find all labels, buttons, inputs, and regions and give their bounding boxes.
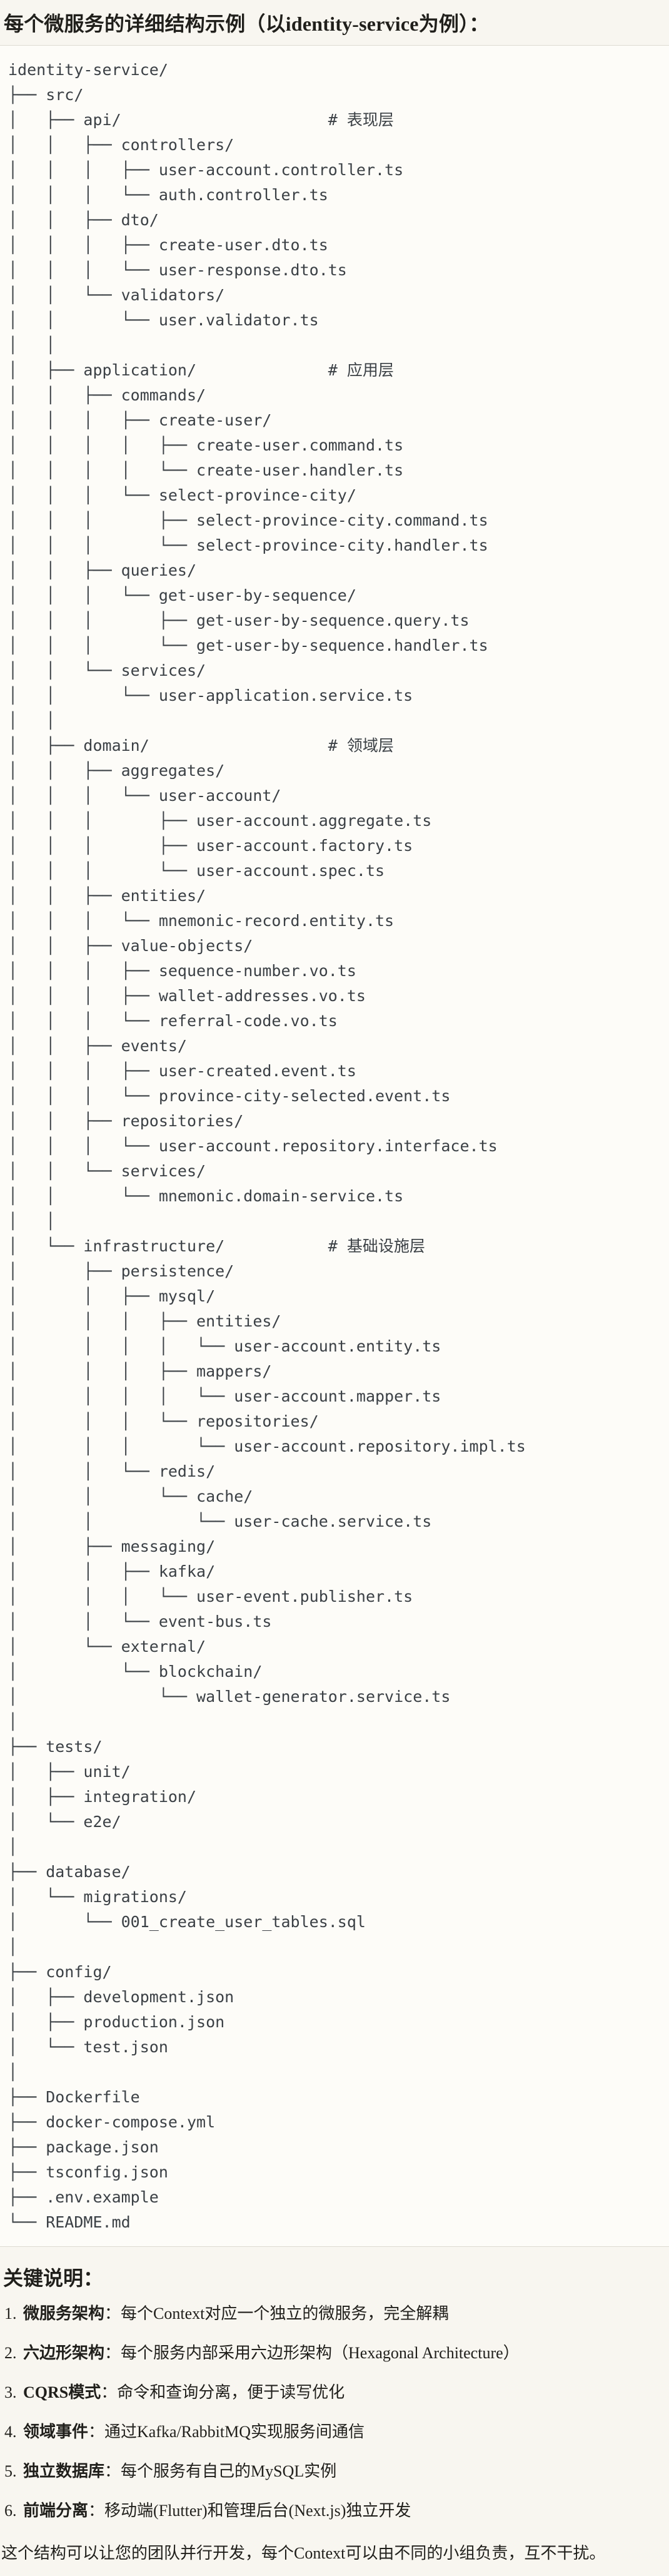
list-item: 3. CQRS模式：命令和查询分离，便于读写优化: [4, 2380, 663, 2405]
list-item: 4. 领域事件：通过Kafka/RabbitMQ实现服务间通信: [4, 2420, 663, 2444]
list-item-text: 每个Context对应一个独立的微服务，完全解耦: [121, 2304, 449, 2323]
list-item-label: CQRS模式: [23, 2383, 101, 2401]
list-item-separator: ：: [104, 2343, 121, 2362]
list-item-number: 6.: [4, 2501, 17, 2520]
list-item-separator: ：: [104, 2304, 121, 2323]
list-item: 1. 微服务架构：每个Context对应一个独立的微服务，完全解耦: [4, 2301, 663, 2326]
list-item: 5. 独立数据库：每个服务有自己的MySQL实例: [4, 2459, 663, 2483]
list-item: 2. 六边形架构：每个服务内部采用六边形架构（Hexagonal Architec…: [4, 2341, 663, 2365]
list-item-label: 领域事件: [23, 2422, 89, 2441]
list-item-separator: ：: [101, 2383, 118, 2401]
code-block: identity-service/ ├── src/ │ ├── api/ # …: [0, 44, 669, 2247]
list-item-label: 前端分离: [23, 2501, 89, 2520]
list-item: 6. 前端分离：移动端(Flutter)和管理后台(Next.js)独立开发: [4, 2498, 663, 2523]
list-item-text: 每个服务内部采用六边形架构（Hexagonal Architecture）: [121, 2343, 520, 2362]
list-item-separator: ：: [104, 2461, 121, 2480]
list-item-number: 1.: [4, 2304, 17, 2323]
list-item-number: 4.: [4, 2422, 17, 2441]
directory-tree: identity-service/ ├── src/ │ ├── api/ # …: [8, 60, 526, 2231]
list-item-separator: ：: [88, 2422, 105, 2441]
list-item-text: 每个服务有自己的MySQL实例: [121, 2461, 337, 2480]
list-item-number: 5.: [4, 2461, 17, 2480]
list-item-number: 2.: [4, 2343, 17, 2362]
notes-heading: 关键说明：: [3, 2266, 104, 2289]
notes-list: 1.微服务架构：每个Context对应一个独立的微服务，完全解耦 2.六边形架构…: [4, 2301, 663, 2523]
list-item-number: 3.: [4, 2383, 17, 2401]
list-item-label: 微服务架构: [23, 2304, 105, 2323]
page-title: 每个微服务的详细结构示例（以identity-service为例）：: [4, 13, 490, 35]
list-item-label: 六边形架构: [23, 2343, 105, 2362]
list-item-separator: ：: [88, 2501, 105, 2520]
closing-paragraph: 这个结构可以让您的团队并行开发，每个Context可以由不同的小组负责，互不干扰…: [1, 2543, 606, 2562]
list-item-text: 通过Kafka/RabbitMQ实现服务间通信: [104, 2422, 365, 2441]
list-item-text: 命令和查询分离，便于读写优化: [117, 2383, 345, 2401]
list-item-text: 移动端(Flutter)和管理后台(Next.js)独立开发: [104, 2501, 411, 2520]
list-item-label: 独立数据库: [23, 2461, 105, 2480]
